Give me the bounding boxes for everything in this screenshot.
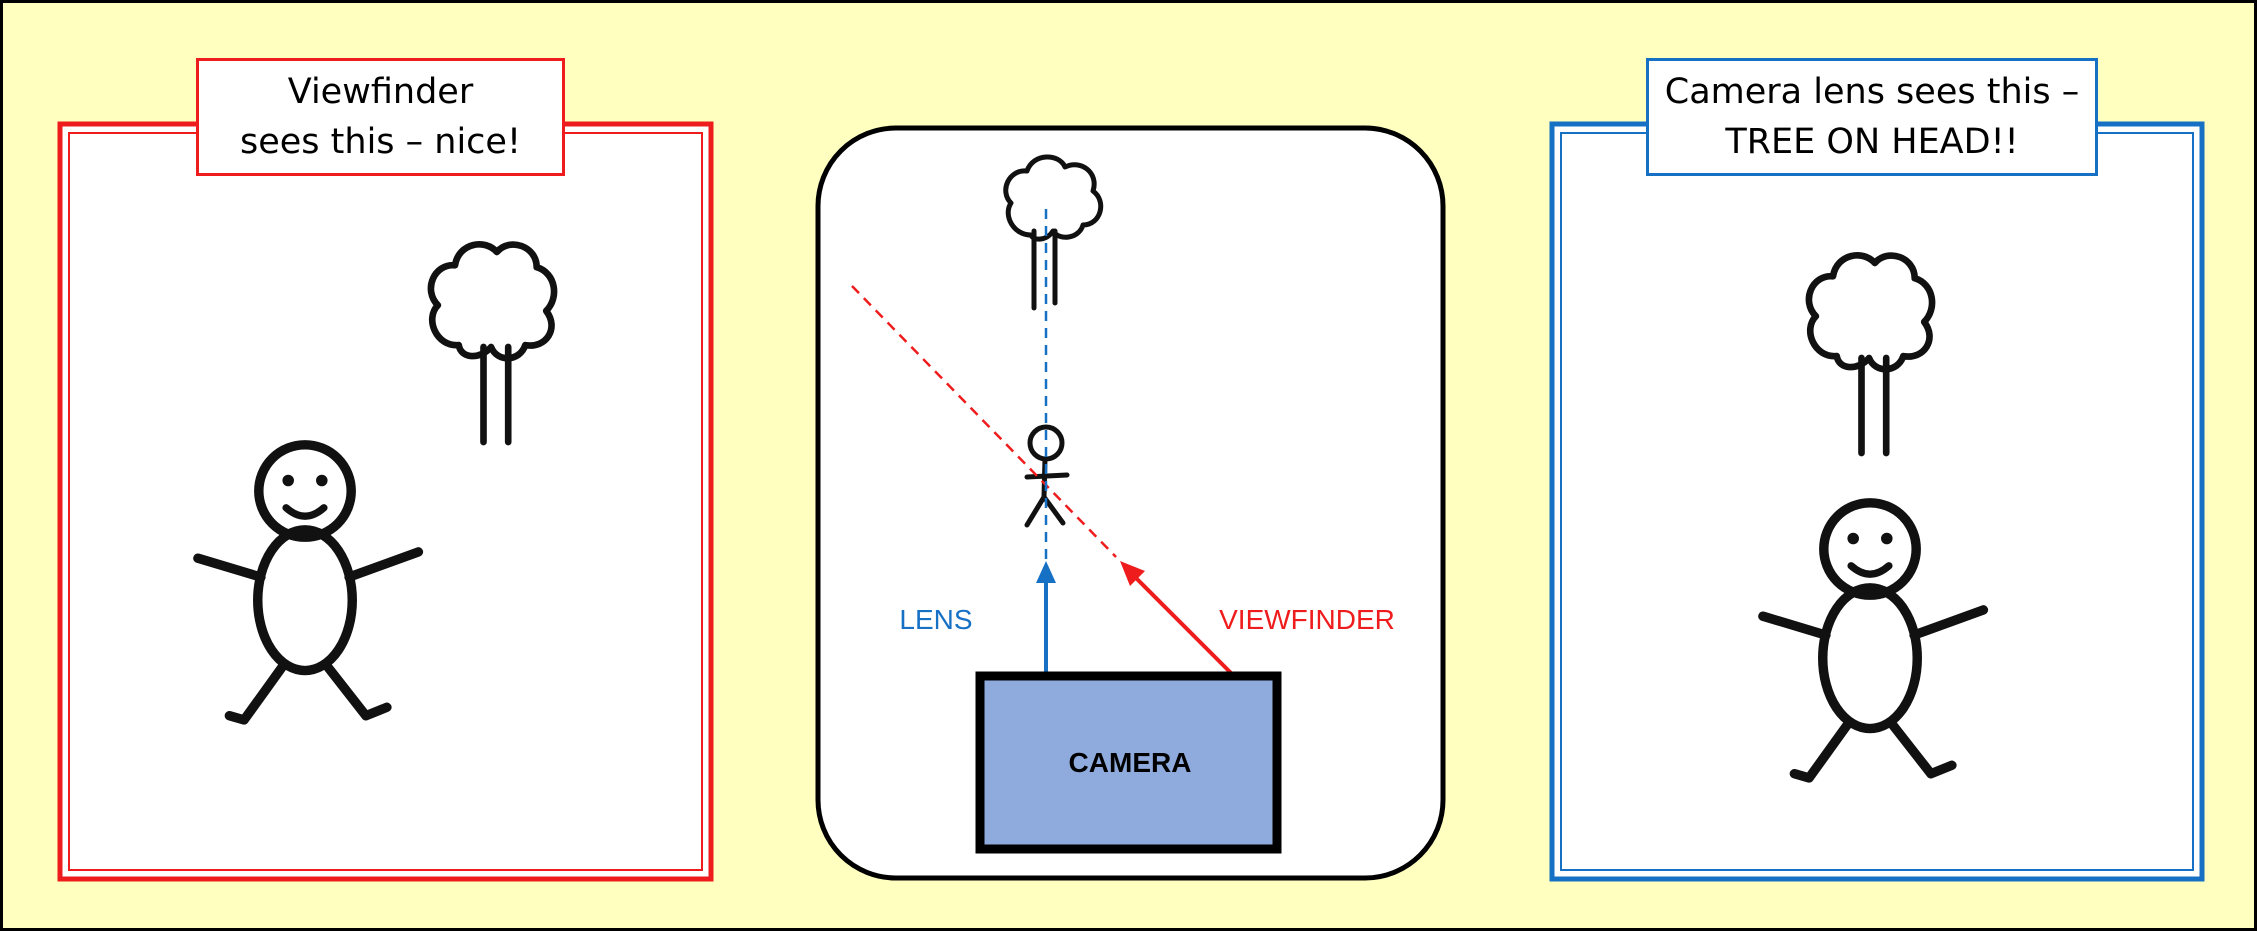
viewfinder-label: VIEWFINDER — [1219, 604, 1395, 635]
viewfinder-caption: Viewfinder sees this – nice! — [196, 58, 565, 176]
lens-caption-line1: Camera lens sees this – — [1664, 72, 2080, 112]
lens-label: LENS — [899, 604, 972, 635]
viewfinder-view-panel — [57, 121, 714, 882]
arrow-diagonal-icon — [1131, 573, 1235, 677]
lens-caption: Camera lens sees this – TREE ON HEAD!! — [1646, 58, 2098, 176]
viewfinder-caption-line2: sees this – nice! — [240, 122, 521, 162]
lens-caption-line2: TREE ON HEAD!! — [1725, 122, 2019, 162]
overhead-diagram-panel: LENS VIEWFINDER CAMERA — [815, 125, 1446, 881]
small-tree-icon — [1003, 154, 1104, 311]
viewfinder-sight-line — [851, 285, 1117, 558]
lens-view-panel — [1549, 121, 2205, 882]
scene-svg: LENS VIEWFINDER CAMERA — [57, 121, 2205, 882]
camera-label: CAMERA — [1069, 747, 1192, 778]
viewfinder-caption-line1: Viewfinder — [287, 72, 474, 112]
camera-box-icon: CAMERA — [975, 671, 1282, 854]
